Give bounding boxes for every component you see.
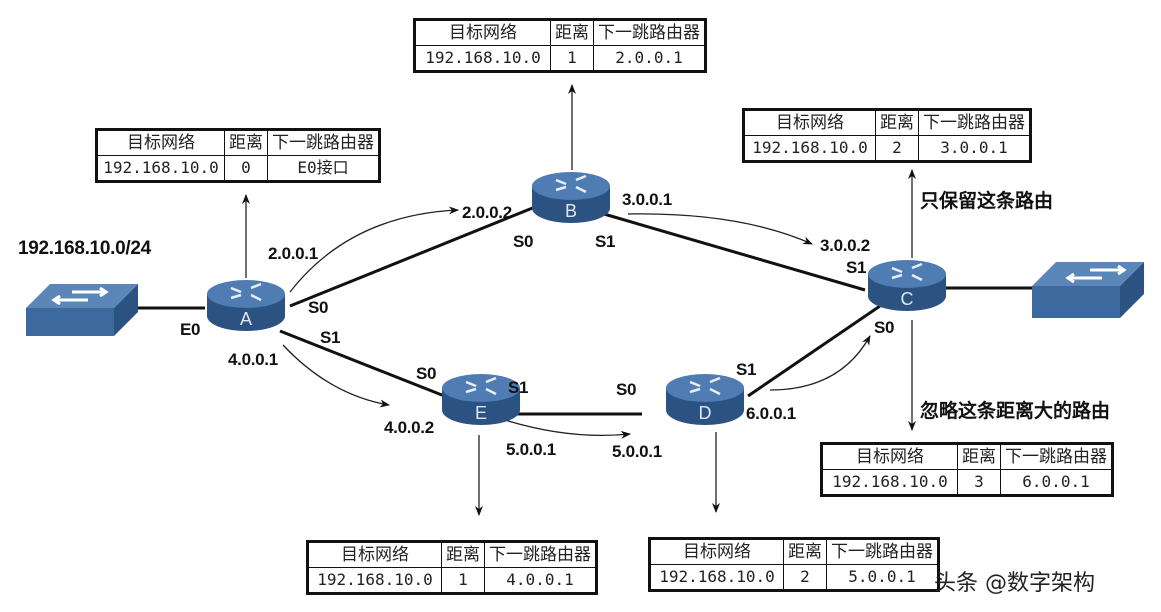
header-network: 目标网络 [821, 443, 958, 470]
header-network: 目标网络 [743, 109, 876, 136]
link-a-b [289, 203, 541, 308]
if-b-s0: S0 [513, 232, 534, 251]
router-label: B [565, 201, 577, 221]
ip-e-s1: 5.0.0.1 [506, 440, 556, 459]
header-network: 目标网络 [96, 129, 225, 156]
header-next-hop: 下一跳路由器 [484, 541, 597, 568]
header-distance: 距离 [441, 541, 485, 568]
switch-left [22, 280, 140, 340]
if-d-s0: S0 [616, 380, 637, 399]
switch-icon [26, 284, 138, 336]
link-d-c [747, 304, 881, 398]
ip-b-s0: 2.0.0.2 [462, 203, 512, 222]
cell-distance: 2 [783, 564, 827, 591]
router-label: E [475, 403, 487, 423]
header-network: 目标网络 [414, 19, 551, 46]
cell-network: 192.168.10.0 [743, 135, 876, 162]
if-a-s1: S1 [320, 328, 341, 347]
cell-network: 192.168.10.0 [96, 155, 225, 182]
link-b-c [603, 212, 866, 292]
router-b: B [530, 170, 612, 226]
ip-c-s1: 3.0.0.2 [820, 236, 870, 255]
header-distance: 距离 [224, 129, 268, 156]
header-network: 目标网络 [307, 541, 442, 568]
switch-right [1028, 258, 1146, 318]
header-distance: 距离 [550, 19, 594, 46]
update-arrow-d-c [769, 335, 871, 391]
cell-next-hop: E0接口 [267, 155, 380, 182]
router-d: D [664, 372, 746, 428]
note-ignore-route: 忽略这条距离大的路由 [920, 400, 1111, 422]
router-icon: C [868, 260, 946, 311]
watermark: 头条 @数字架构 [934, 571, 1095, 596]
update-arrow-a-e [282, 344, 390, 408]
switch-icon [1032, 262, 1144, 318]
cell-distance: 3 [957, 469, 1001, 496]
cell-distance: 1 [550, 45, 594, 72]
cell-network: 192.168.10.0 [307, 567, 442, 594]
if-b-s1: S1 [595, 232, 616, 251]
note-keep-route: 只保留这条路由 [920, 190, 1054, 212]
ip-d-s0: 5.0.0.1 [612, 442, 662, 461]
cell-next-hop: 5.0.0.1 [826, 564, 939, 591]
router-a: A [205, 278, 287, 334]
cell-distance: 0 [224, 155, 268, 182]
if-a-e0: E0 [180, 320, 201, 339]
if-c-s1: S1 [846, 258, 867, 277]
router-label: A [240, 309, 252, 329]
router-label: C [901, 289, 914, 309]
cell-next-hop: 6.0.0.1 [1000, 469, 1113, 496]
cell-next-hop: 2.0.0.1 [593, 45, 706, 72]
cell-network: 192.168.10.0 [414, 45, 551, 72]
update-arrow-a-b [289, 206, 459, 293]
router-icon: E [442, 374, 520, 425]
header-next-hop: 下一跳路由器 [826, 538, 939, 565]
router-c: C [866, 258, 948, 314]
if-e-s0: S0 [416, 364, 437, 383]
header-next-hop: 下一跳路由器 [918, 109, 1031, 136]
ip-a-s1: 4.0.0.1 [228, 350, 278, 369]
update-arrow-e-d [504, 419, 631, 439]
router-icon: A [207, 280, 285, 331]
cell-distance: 2 [875, 135, 919, 162]
router-icon: D [666, 374, 744, 425]
header-next-hop: 下一跳路由器 [1000, 443, 1113, 470]
network-label: 192.168.10.0/24 [18, 238, 151, 259]
cell-network: 192.168.10.0 [649, 564, 784, 591]
if-e-s1: S1 [508, 378, 529, 397]
header-next-hop: 下一跳路由器 [267, 129, 380, 156]
cell-next-hop: 4.0.0.1 [484, 567, 597, 594]
cell-next-hop: 3.0.0.1 [918, 135, 1031, 162]
header-distance: 距离 [783, 538, 827, 565]
if-d-s1: S1 [736, 360, 757, 379]
cell-distance: 1 [441, 567, 485, 594]
if-c-s0: S0 [874, 318, 895, 337]
update-arrow-b-c [627, 213, 813, 245]
router-e: E [440, 372, 522, 428]
router-label: D [699, 403, 712, 423]
header-network: 目标网络 [649, 538, 784, 565]
if-a-s0: S0 [308, 298, 329, 317]
ip-b-s1: 3.0.0.1 [622, 190, 672, 209]
header-distance: 距离 [875, 109, 919, 136]
ip-d-s1: 6.0.0.1 [746, 404, 796, 423]
cell-network: 192.168.10.0 [821, 469, 958, 496]
header-next-hop: 下一跳路由器 [593, 19, 706, 46]
header-distance: 距离 [957, 443, 1001, 470]
ip-a-s0: 2.0.0.1 [268, 244, 318, 263]
link-a-e [279, 329, 453, 401]
router-icon: B [532, 172, 610, 223]
ip-e-s0: 4.0.0.2 [384, 418, 434, 437]
